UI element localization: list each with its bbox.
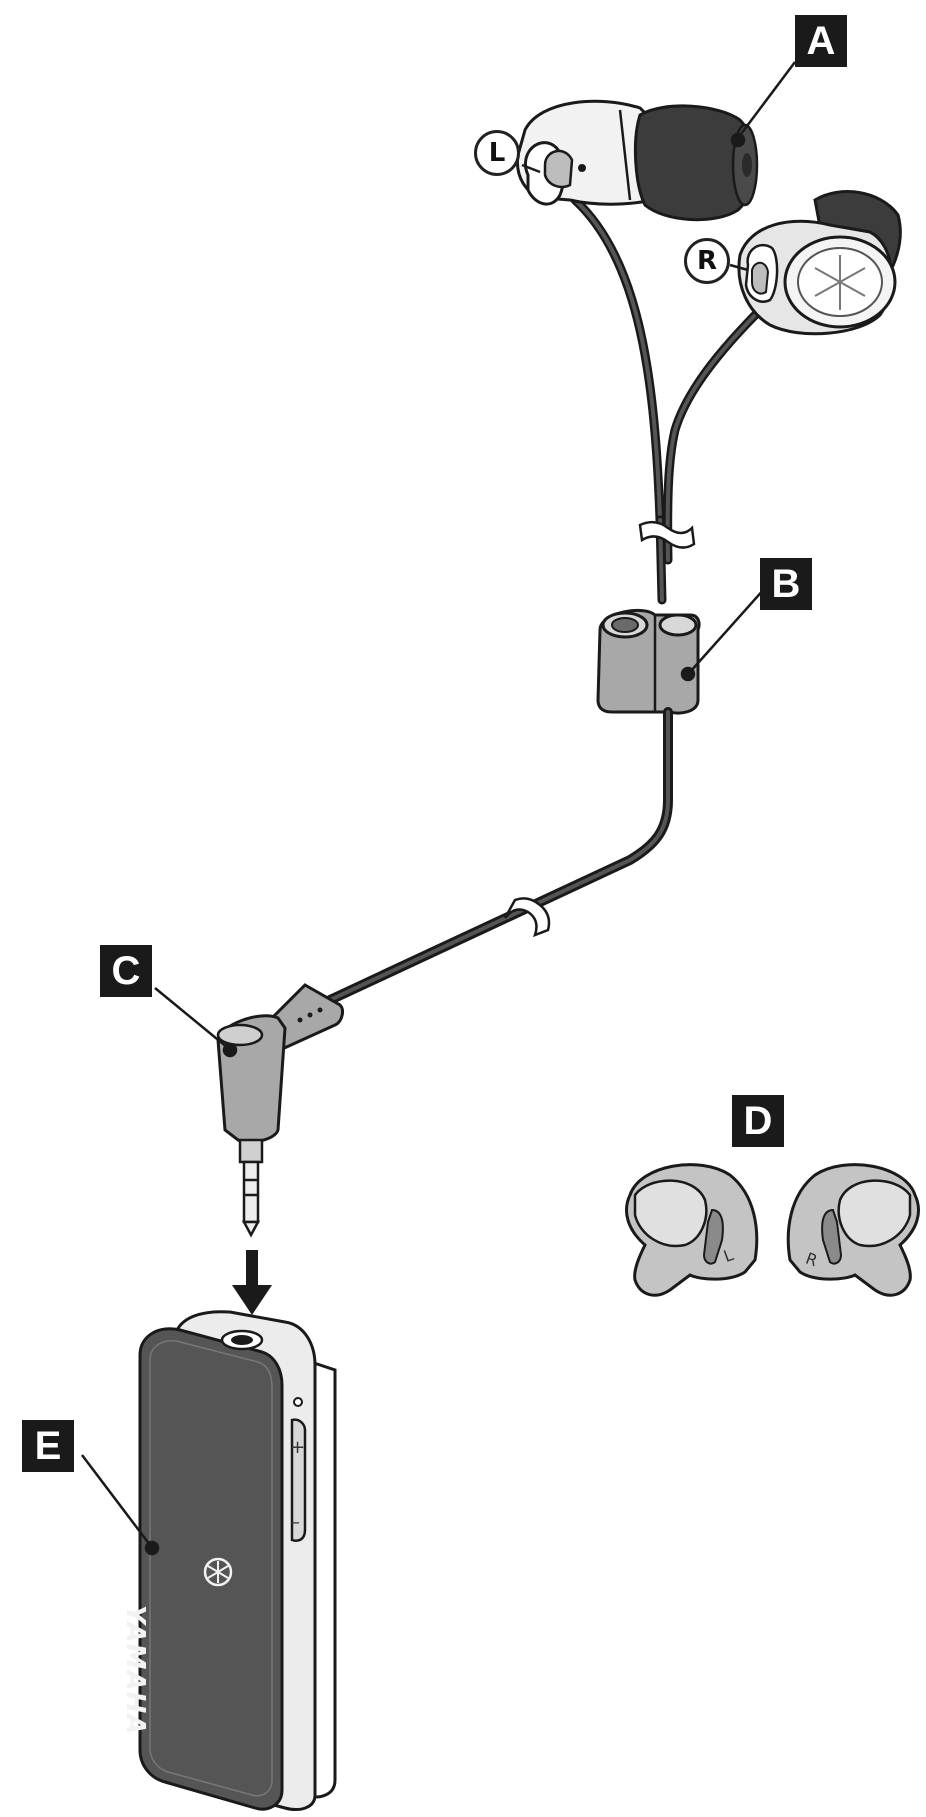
callout-c: C (100, 945, 152, 997)
volume-minus-mark: – (291, 1512, 300, 1533)
amplifier-device (138, 1310, 337, 1811)
leader-lines (81, 61, 796, 1556)
volume-plus-mark: + (290, 1437, 306, 1458)
callout-e: E (22, 1420, 74, 1472)
right-earbud (737, 190, 902, 336)
cable-break-lower (503, 897, 551, 938)
right-ear-mark: R (684, 238, 730, 284)
callout-a: A (795, 15, 847, 67)
insert-arrow (232, 1250, 272, 1315)
left-ear-mark: L (474, 130, 520, 176)
callout-b: B (760, 558, 812, 610)
device-brand-label: YAMAHA (120, 1605, 150, 1736)
left-eartip (633, 104, 759, 222)
audio-plug (216, 983, 344, 1238)
callout-d: D (732, 1095, 784, 1147)
cable-lower (325, 707, 673, 1005)
cable-break-upper (638, 520, 696, 549)
ear-fin-right (786, 1163, 920, 1297)
cable-clip (596, 608, 701, 715)
ear-fin-left (625, 1163, 759, 1297)
